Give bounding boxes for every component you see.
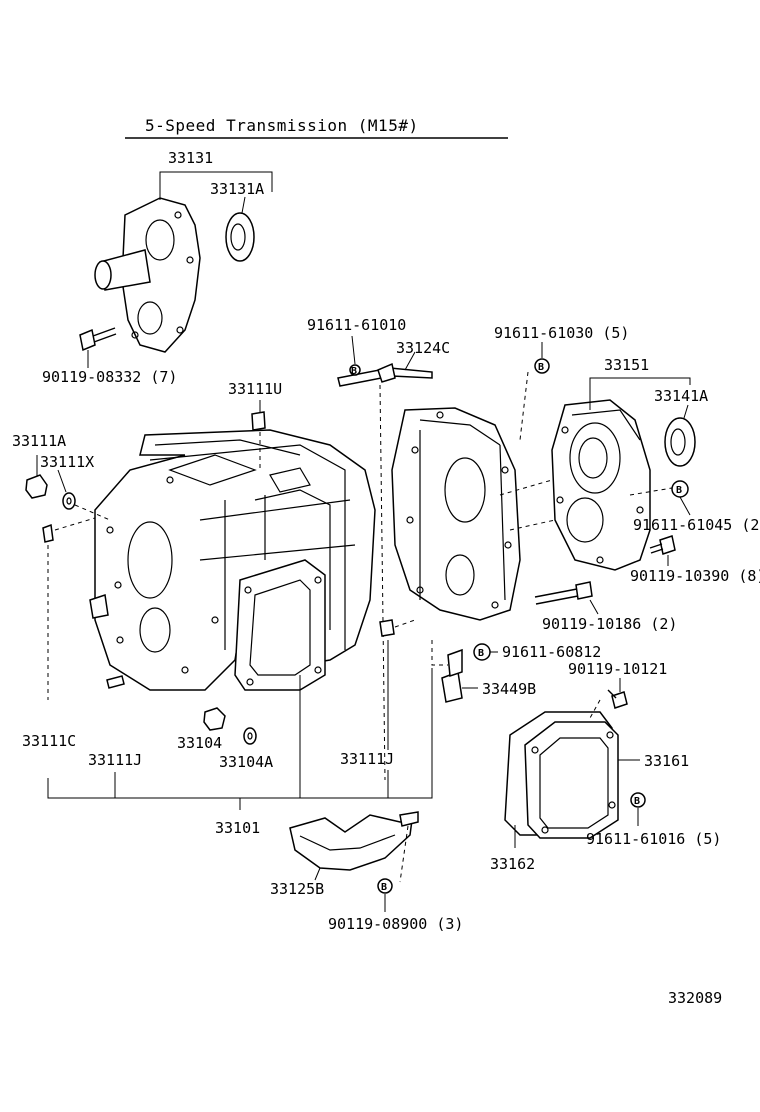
b-mark-08900: B: [381, 882, 387, 893]
bolt-10121-drawing: [607, 689, 628, 709]
label-90119-10121: 90119-10121: [568, 660, 667, 678]
label-33131: 33131: [168, 149, 213, 167]
leader-33124C: [404, 351, 416, 371]
dash-33449B: [431, 640, 448, 666]
rear-housing-drawing: [551, 399, 651, 571]
bolt-08900-drawing: B: [377, 878, 393, 894]
bolt-10186-drawing: [534, 581, 593, 605]
dash-33111J-right: [394, 619, 416, 628]
drain-plug-33104-drawing: [203, 707, 257, 745]
bolt-61016-drawing: B: [630, 792, 646, 808]
leader-90119-10186: [589, 599, 599, 615]
leader-33151: [589, 377, 691, 410]
label-33104A: 33104A: [219, 753, 273, 771]
label-33141A: 33141A: [654, 387, 708, 405]
bolt-61030-drawing: B: [534, 358, 550, 374]
label-33151: 33151: [604, 356, 649, 374]
label-33111A: 33111A: [12, 432, 66, 450]
b-mark-60812: B: [478, 648, 484, 659]
plug-33111A-drawing: [25, 474, 76, 510]
label-33104: 33104: [177, 734, 222, 752]
label-33111C: 33111C: [22, 732, 76, 750]
label-90119-08900: 90119-08900 (3): [328, 915, 463, 933]
label-90119-10390: 90119-10390 (8): [630, 567, 760, 585]
b-mark-61010: B: [351, 366, 357, 377]
b-mark-61030: B: [538, 362, 544, 373]
label-33111X: 33111X: [40, 453, 94, 471]
label-33449B: 33449B: [482, 680, 536, 698]
pin-33111C-drawing: [42, 523, 54, 543]
diagram-id: 332089: [668, 989, 722, 1007]
label-91611-61016: 91611-61016 (5): [586, 830, 721, 848]
leader-33131A: [241, 196, 246, 214]
side-cover-33161-drawing: [524, 721, 619, 839]
dash-33125B: [399, 825, 409, 883]
transmission-case-drawing: [89, 429, 376, 691]
b-mark-61045: B: [676, 485, 682, 496]
label-91611-61045: 91611-61045 (2): [633, 516, 760, 534]
oil-seal-33141A-drawing: [664, 417, 696, 467]
intermediate-plate-drawing: [391, 407, 521, 621]
label-33111J-left: 33111J: [88, 751, 142, 769]
bracket-33449B-drawing: [441, 648, 463, 703]
label-33111J-right: 33111J: [340, 750, 394, 768]
label-90119-10186: 90119-10186 (2): [542, 615, 677, 633]
bolt-10390-drawing: [649, 535, 676, 555]
bracket-33124C-drawing: B: [337, 362, 433, 387]
dash-33111C-b: [54, 517, 96, 531]
label-33131A: 33131A: [210, 180, 264, 198]
b-mark-61016: B: [634, 796, 640, 807]
diagram-title: 5-Speed Transmission (M15#): [145, 116, 419, 135]
extension-housing-drawing: [94, 197, 201, 353]
bolt-08332-drawing: [79, 327, 117, 352]
oil-seal-drawing: [225, 212, 255, 262]
label-33161: 33161: [644, 752, 689, 770]
label-91611-61010: 91611-61010: [307, 316, 406, 334]
dash-33124C: [379, 384, 386, 781]
label-91611-61030: 91611-61030 (5): [494, 324, 629, 342]
group-bracket-33101: [47, 668, 433, 799]
dash-plate-rear-a: [499, 479, 553, 496]
label-33101: 33101: [215, 819, 260, 837]
bolt-60812-drawing: B: [473, 643, 491, 661]
dash-61030: [519, 371, 529, 441]
dash-33111X: [74, 504, 111, 521]
leader-33131: [159, 171, 273, 200]
label-33111U: 33111U: [228, 380, 282, 398]
leader-91611-61045: [679, 496, 691, 516]
label-33162: 33162: [490, 855, 535, 873]
label-33125B: 33125B: [270, 880, 324, 898]
leader-33141A: [683, 404, 689, 419]
leader-33125B: [314, 867, 321, 881]
cover-33125B-drawing: [289, 811, 419, 871]
label-90119-08332: 90119-08332 (7): [42, 368, 177, 386]
breather-33111U-drawing: [251, 411, 266, 431]
label-33124C: 33124C: [396, 339, 450, 357]
pin-33111J-right-drawing: [379, 619, 395, 637]
bolt-61045-drawing: B: [671, 480, 689, 498]
label-91611-60812: 91611-60812: [502, 643, 601, 661]
dash-10121: [589, 699, 601, 719]
dowel-pin-drawing: [106, 675, 125, 689]
leader-33111X: [57, 469, 67, 493]
leader-91611-61010: [351, 335, 356, 365]
dash-rear-61045: [629, 487, 673, 496]
